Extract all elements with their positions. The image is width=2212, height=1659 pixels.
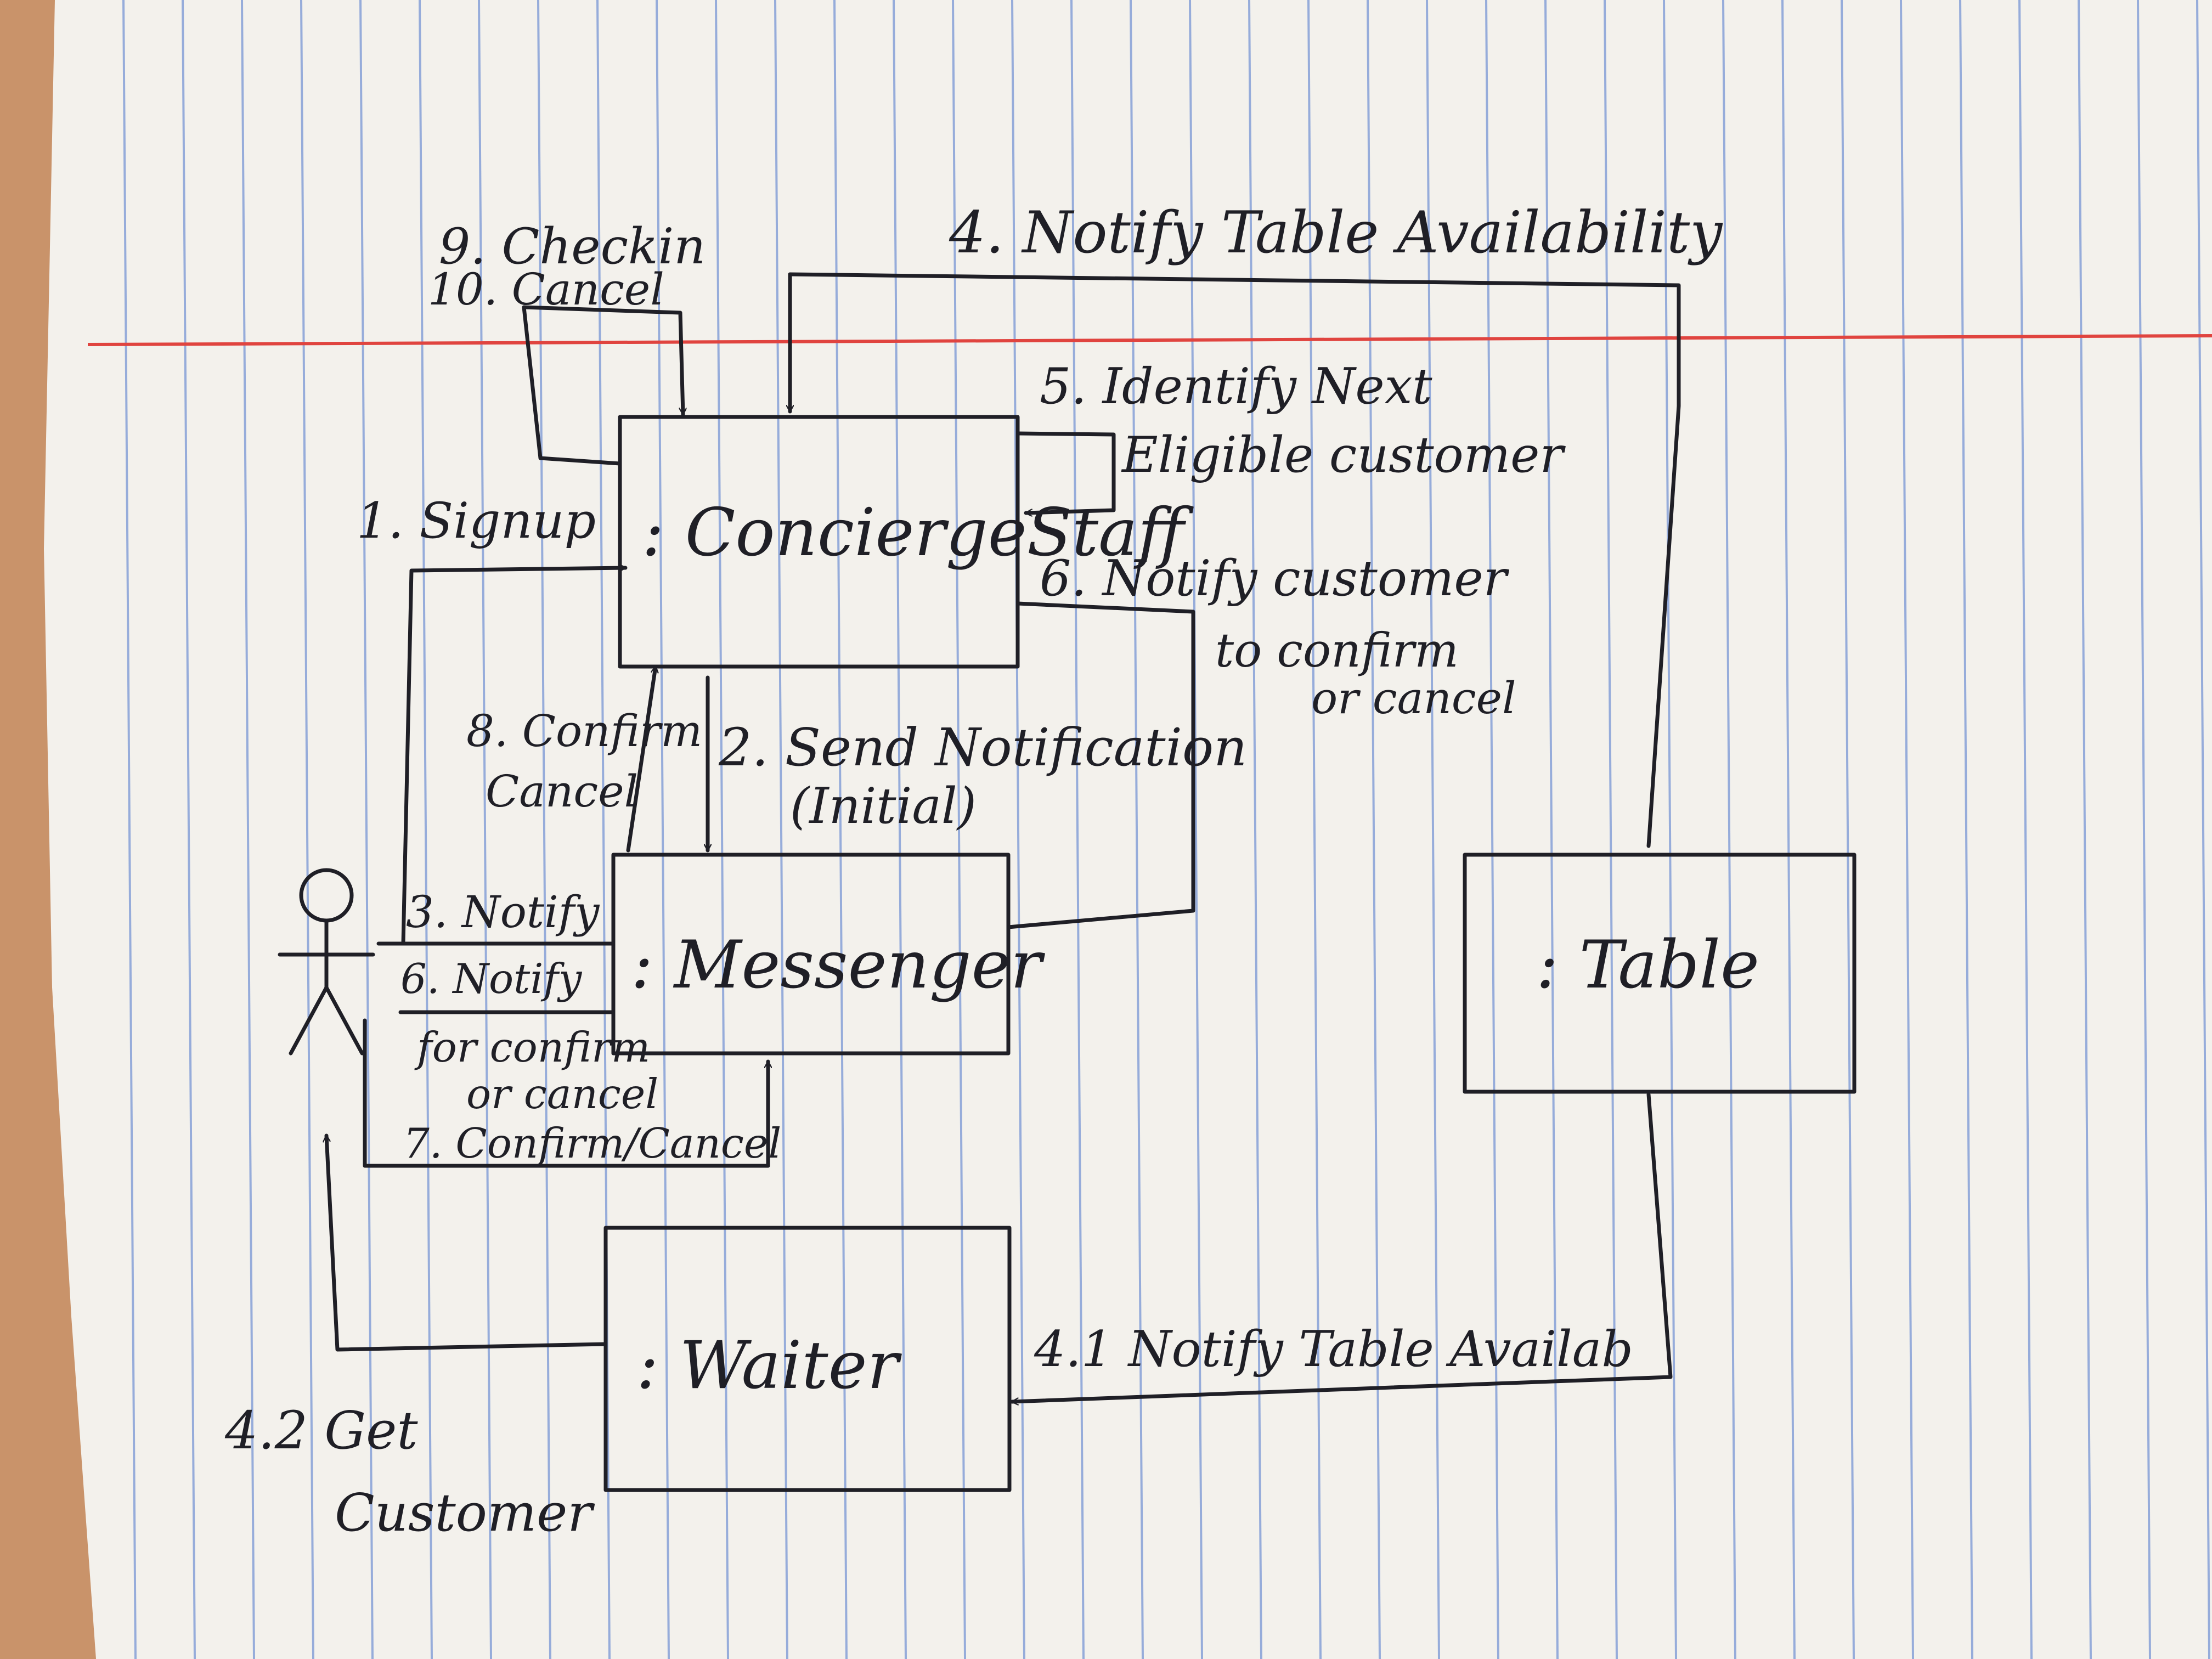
ruled-line (478, 0, 492, 1659)
ruled-line (1959, 0, 1973, 1659)
ruled-line (1248, 0, 1262, 1659)
ruled-line (359, 0, 374, 1659)
concierge-staff-label: : ConciergeStaff (642, 495, 1194, 571)
label-checkin: 9. Checkin (439, 218, 706, 275)
table-label: : Table (1536, 927, 1759, 1003)
ruled-line (1900, 0, 1914, 1659)
ruled-line (419, 0, 433, 1659)
label-initial: (Initial) (790, 777, 977, 835)
label-eligible-customer: Eligible customer (1121, 426, 1566, 484)
label-confirm-cancel-7: 7. Confirm/Cancel (403, 1119, 781, 1167)
waiter-label: : Waiter (636, 1328, 902, 1404)
label-to-confirm: to confirm (1215, 624, 1459, 678)
ruled-line (1722, 0, 1736, 1659)
label-notify-table-availability: 4. Notify Table Availability (949, 199, 1723, 266)
concierge-staff-object: : ConciergeStaff (618, 415, 1194, 669)
label-cancel-10: 10. Cancel (428, 264, 664, 315)
ruled-line (300, 0, 314, 1659)
label-notify-customer: 6. Notify customer (1040, 550, 1510, 607)
margin-line (87, 334, 2212, 346)
waiter-object: : Waiter (603, 1226, 1012, 1492)
label-notify-6: 6. Notify (400, 955, 583, 1003)
ruled-line (1604, 0, 1618, 1659)
ruled-line (1663, 0, 1677, 1659)
ruled-line (1367, 0, 1381, 1659)
label-or-cancel: or cancel (1311, 673, 1516, 724)
label-signup: 1. Signup (357, 492, 596, 550)
ruled-line (774, 0, 788, 1659)
paper-sheet (44, 0, 2212, 1659)
label-notify-table-availab: 4.1 Notify Table Availab (1034, 1321, 1633, 1378)
label-send-notification: 2. Send Notification (718, 718, 1247, 778)
label-notify-3: 3. Notify (406, 887, 600, 938)
table-object: : Table (1463, 853, 1857, 1094)
label-for-confirm: for confirm (414, 1023, 650, 1071)
label-identify-next: 5. Identify Next (1040, 358, 1432, 415)
ruled-line (1130, 0, 1144, 1659)
ruled-line (2196, 0, 2210, 1659)
message-links (326, 272, 1681, 1402)
label-cancel-8: Cancel (486, 766, 638, 817)
message-labels: 4. Notify Table Availability 9. Checkin … (224, 199, 1723, 1543)
label-confirm-8: 8. Confirm (466, 706, 702, 757)
ruled-line (1189, 0, 1203, 1659)
ruled-line (537, 0, 551, 1659)
messenger-object: : Messenger (611, 853, 1046, 1056)
messenger-label: : Messenger (631, 927, 1046, 1003)
ruled-line (1307, 0, 1322, 1659)
ruled-line (715, 0, 729, 1659)
ruled-line (241, 0, 255, 1659)
ruled-line (1426, 0, 1440, 1659)
ruled-line (1781, 0, 1796, 1659)
ruled-line (2137, 0, 2151, 1659)
stick-figure-icon (278, 868, 375, 1056)
label-get: 4.2 Get (224, 1401, 418, 1461)
ruled-line (1841, 0, 1855, 1659)
label-customer: Customer (335, 1483, 595, 1543)
ruled-line (2078, 0, 2092, 1659)
label-or-cancel-6: or cancel (466, 1070, 658, 1118)
ruled-line (122, 0, 137, 1659)
ruled-line (182, 0, 196, 1659)
ruled-line (2018, 0, 2033, 1659)
ruled-line (656, 0, 670, 1659)
